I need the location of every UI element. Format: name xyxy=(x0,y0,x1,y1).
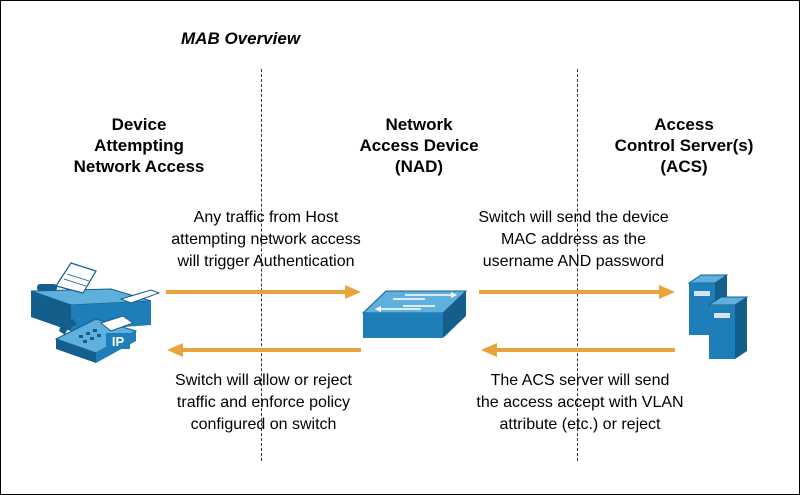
divider-right xyxy=(577,69,578,461)
column-heading-acs-line: Access xyxy=(654,115,714,134)
message-nad-to-host: Switch will allow or reject traffic and … xyxy=(136,370,391,436)
message-line: Any traffic from Host xyxy=(193,209,339,226)
column-heading-device-line: Network Access xyxy=(73,157,205,176)
column-heading-nad-line: Access Device xyxy=(359,136,479,155)
arrow-acs-to-nad xyxy=(481,343,675,357)
message-line: configured on switch xyxy=(190,416,337,433)
switch-icon xyxy=(361,290,468,338)
column-heading-acs-line: (ACS) xyxy=(660,157,708,176)
divider-left xyxy=(261,69,262,461)
message-acs-to-nad: The ACS server will send the access acce… xyxy=(439,370,721,436)
fax-and-ip-phone-icon: IP xyxy=(30,262,161,363)
server-icon xyxy=(687,274,749,359)
phone-badge-label: IP xyxy=(112,334,125,349)
column-heading-nad: Network Access Device (NAD) xyxy=(319,114,519,177)
message-line: traffic and enforce policy xyxy=(176,394,351,411)
message-line: Switch will send the device xyxy=(478,209,669,226)
message-line: attempting network access xyxy=(171,231,361,248)
column-heading-acs: Access Control Server(s) (ACS) xyxy=(584,114,784,177)
message-nad-to-acs: Switch will send the device MAC address … xyxy=(441,207,706,273)
message-line: MAC address as the xyxy=(501,231,646,248)
message-host-to-nad: Any traffic from Host attempting network… xyxy=(141,207,391,273)
column-heading-device-line: Device xyxy=(111,115,167,134)
message-line: The ACS server will send xyxy=(490,372,670,389)
column-heading-device: Device Attempting Network Access xyxy=(39,114,239,177)
message-line: Switch will allow or reject xyxy=(175,372,352,389)
column-heading-device-line: Attempting xyxy=(94,136,184,155)
column-heading-nad-line: Network xyxy=(385,115,453,134)
message-line: username AND password xyxy=(482,253,665,270)
diagram-title: MAB Overview xyxy=(181,29,301,48)
message-line: the access accept with VLAN xyxy=(476,394,684,411)
message-line: attribute (etc.) or reject xyxy=(499,416,661,433)
arrow-nad-to-host xyxy=(167,343,361,357)
arrow-host-to-nad xyxy=(166,285,361,299)
column-heading-acs-line: Control Server(s) xyxy=(614,136,754,155)
arrow-nad-to-acs xyxy=(479,285,675,299)
message-line: will trigger Authentication xyxy=(177,253,355,270)
column-heading-nad-line: (NAD) xyxy=(394,157,444,176)
